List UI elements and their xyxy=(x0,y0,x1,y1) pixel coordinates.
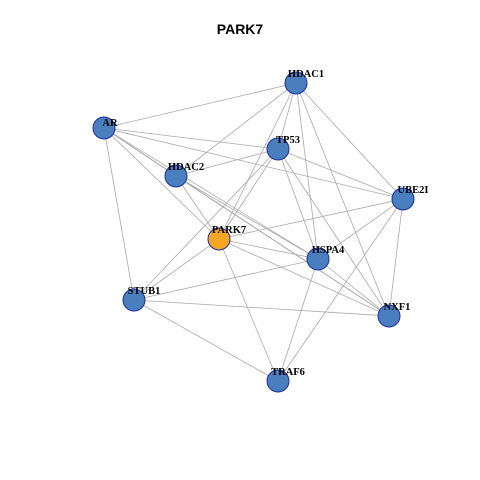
node-hdac1 xyxy=(284,71,308,95)
node-label-hdac1: HDAC1 xyxy=(288,69,324,80)
node-layer xyxy=(92,71,415,393)
node-nxf1 xyxy=(377,304,401,328)
figure-title: PARK7 xyxy=(216,21,264,37)
edge-hdac1-hdac2 xyxy=(175,82,297,177)
node-ube2i xyxy=(391,187,415,211)
edge-tp53-nxf1 xyxy=(277,148,390,317)
edge-stub1-traf6 xyxy=(133,299,279,382)
edge-tp53-hspa4 xyxy=(277,148,319,260)
edge-tp53-park7 xyxy=(218,148,279,240)
node-label-nxf1: NXF1 xyxy=(384,302,411,313)
edge-tp53-hdac2 xyxy=(175,148,279,177)
edge-hdac1-nxf1 xyxy=(295,82,390,317)
node-tp53 xyxy=(266,137,290,161)
node-traf6 xyxy=(266,369,290,393)
edge-stub1-nxf1 xyxy=(133,299,390,317)
edge-hdac2-park7 xyxy=(175,175,220,240)
node-label-hspa4: HSPA4 xyxy=(312,245,345,256)
edge-hspa4-stub1 xyxy=(133,258,319,301)
edge-park7-traf6 xyxy=(218,238,279,382)
edge-hdac1-hspa4 xyxy=(295,82,319,260)
edge-hspa4-traf6 xyxy=(277,258,319,382)
edge-hdac2-nxf1 xyxy=(175,175,390,317)
node-park7 xyxy=(207,227,231,251)
edge-tp53-stub1 xyxy=(133,148,279,301)
edge-ar-stub1 xyxy=(103,127,135,301)
edge-ube2i-nxf1 xyxy=(388,198,404,317)
edge-hdac2-hspa4 xyxy=(175,175,319,260)
node-label-tp53: TP53 xyxy=(276,135,300,146)
edge-tp53-ube2i xyxy=(277,148,404,200)
node-label-traf6: TRAF6 xyxy=(271,367,305,378)
node-label-ar: AR xyxy=(102,118,118,129)
node-stub1 xyxy=(122,288,146,312)
node-ar xyxy=(92,116,116,140)
edge-ube2i-park7 xyxy=(218,198,404,240)
edge-ar-hspa4 xyxy=(103,127,319,260)
edge-hspa4-nxf1 xyxy=(317,258,390,317)
edge-hdac1-ube2i xyxy=(295,82,404,200)
edge-ar-ube2i xyxy=(103,127,404,200)
edge-ar-park7 xyxy=(103,127,220,240)
edge-hdac1-park7 xyxy=(218,82,297,240)
node-label-stub1: STUB1 xyxy=(128,286,161,297)
edge-park7-nxf1 xyxy=(218,238,390,317)
edge-hdac1-ar xyxy=(103,82,297,129)
node-hspa4 xyxy=(306,247,330,271)
edge-ar-tp53 xyxy=(103,127,279,150)
edge-ube2i-hspa4 xyxy=(317,198,404,260)
node-label-ube2i: UBE2I xyxy=(398,185,429,196)
edge-layer xyxy=(103,82,404,382)
node-label-hdac2: HDAC2 xyxy=(168,162,204,173)
edge-park7-hspa4 xyxy=(218,238,319,260)
edge-park7-stub1 xyxy=(133,238,220,301)
node-label-park7: PARK7 xyxy=(212,225,246,236)
node-hdac2 xyxy=(164,164,188,188)
edge-ube2i-traf6 xyxy=(277,198,404,382)
